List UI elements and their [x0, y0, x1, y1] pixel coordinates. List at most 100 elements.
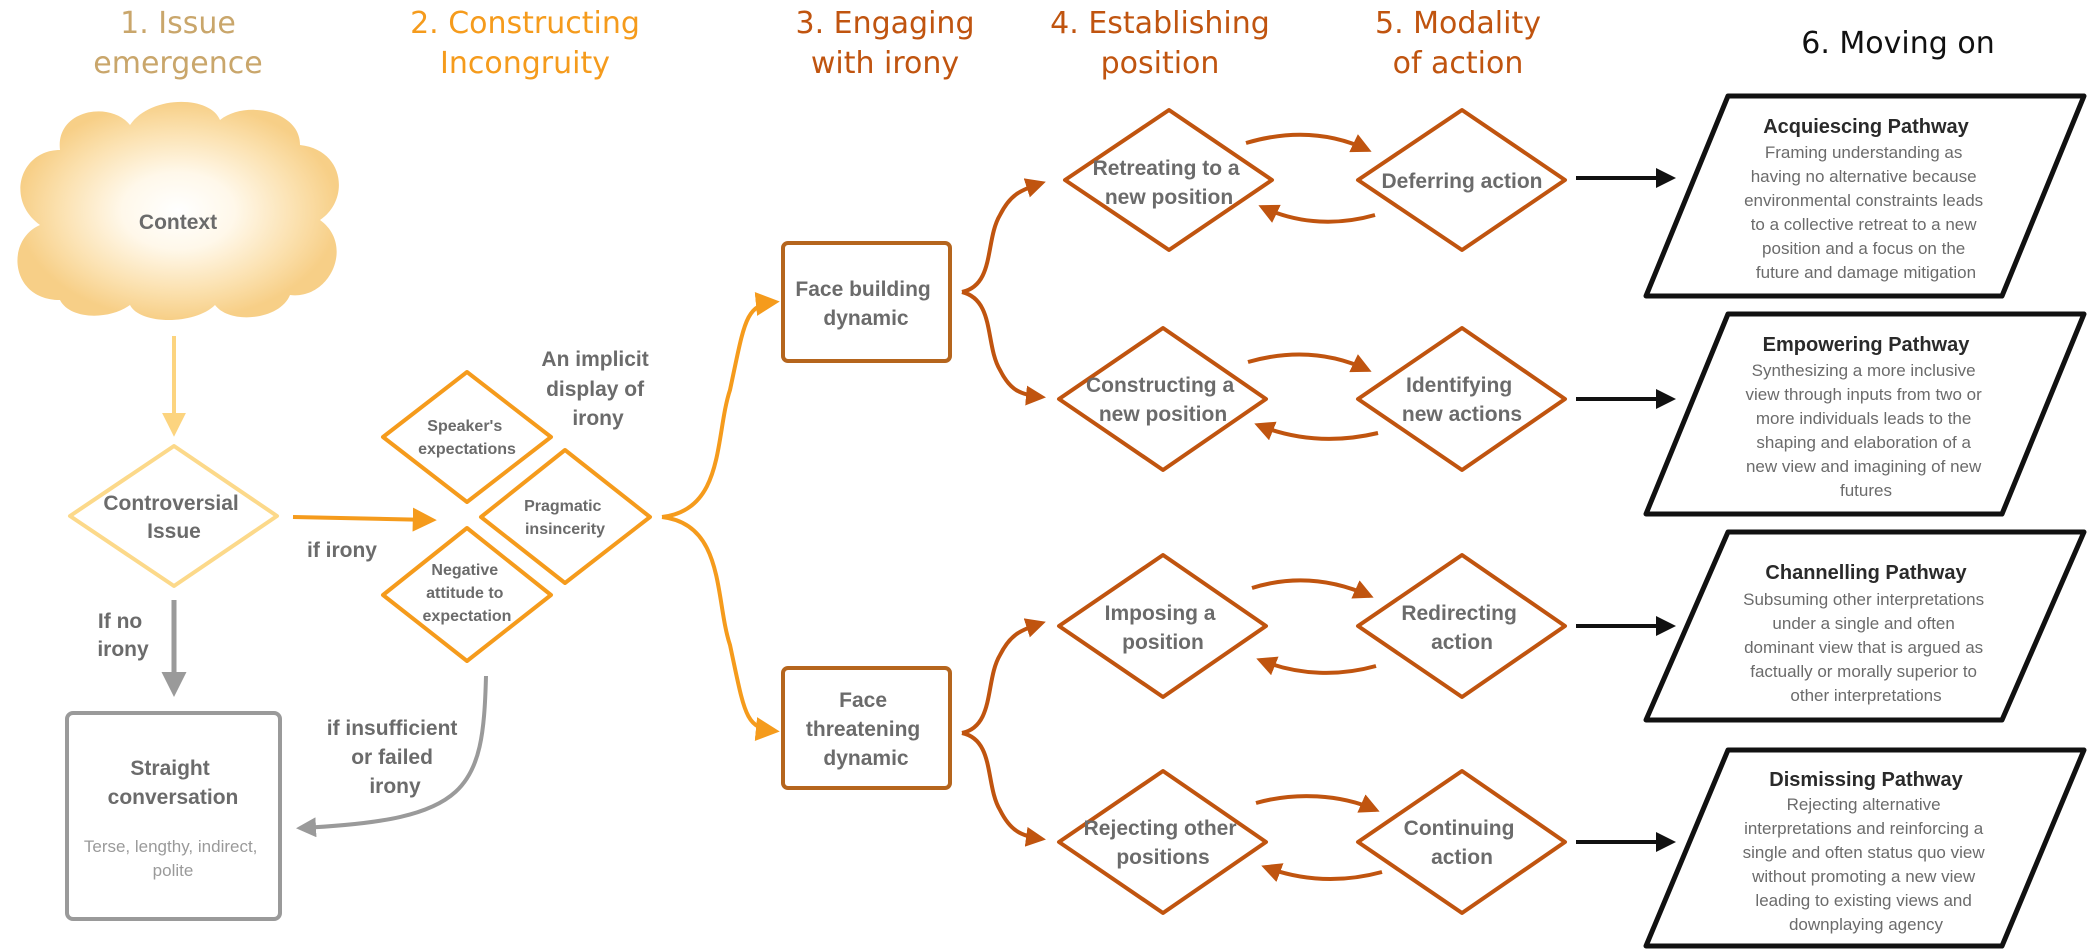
dismissing-desc-5: downplaying agency	[1789, 915, 1944, 934]
identifying-line1: Identifying	[1406, 374, 1512, 397]
empowering-desc-4: new view and imagining of new	[1746, 457, 1982, 476]
speaker-line2: expectations	[418, 441, 516, 458]
redirecting-line1: Redirecting	[1401, 602, 1517, 625]
svg-text:Deferring action: Deferring action	[1381, 170, 1542, 193]
channelling-pathway: Channelling Pathway Subsuming other inte…	[1643, 529, 2087, 723]
acquiescing-desc-3: to a collective retreat to a new	[1751, 215, 1978, 234]
face-threatening-dynamic-box: Face threatening dynamic	[781, 666, 952, 790]
svg-text:Retreating to a new posi: Retreating to a new position	[1093, 157, 1246, 209]
deferring-action-node: Deferring action	[1356, 108, 1567, 252]
empowering-desc-3: shaping and elaboration of a	[1756, 433, 1971, 452]
controversial-issue-node: Controversial Issue	[68, 444, 279, 588]
svg-text:Redirecting action: Redirecting action	[1401, 602, 1522, 654]
empowering-desc-2: more individuals leads to the	[1756, 409, 1971, 428]
rejecting-line2: positions	[1116, 846, 1209, 869]
face-threatening-line3: dynamic	[823, 747, 909, 770]
acquiescing-desc-0: Framing understanding as	[1765, 143, 1963, 162]
imposing-position-node: Imposing a position	[1057, 553, 1268, 699]
arrow-to-constructing	[961, 290, 1046, 406]
dismissing-desc-3: without promoting a new view	[1751, 867, 1976, 886]
channelling-desc-4: other interpretations	[1790, 686, 1941, 705]
face-threatening-line1: Face	[839, 689, 887, 712]
dismissing-desc-4: leading to existing views and	[1755, 891, 1971, 910]
svg-text:Pragmatic insincerity: Pragmatic insincerity	[524, 498, 606, 538]
header-establishing-position-2: position	[1101, 46, 1220, 81]
channelling-desc-1: under a single and often	[1772, 614, 1954, 633]
face-threatening-line2: threatening	[806, 718, 920, 741]
header-issue-emergence: 1. Issue	[120, 6, 236, 41]
acquiescing-desc-4: position and a focus on the	[1762, 239, 1965, 258]
context-cloud: Context	[17, 101, 339, 320]
rejecting-line1: Rejecting other	[1084, 817, 1237, 840]
negative-line1: Negative	[431, 562, 498, 579]
speakers-expectations-node: Speaker's expectations	[381, 370, 553, 504]
retreating-line2: new position	[1105, 186, 1233, 209]
implicit-line1: An implicit	[541, 348, 648, 371]
svg-text:Controversial Issue: Controversial Issue	[103, 492, 244, 543]
header-constructing-incongruity-2: Incongruity	[440, 46, 610, 81]
svg-text:Constructing a new posit: Constructing a new position	[1086, 374, 1240, 426]
if-no-irony-line1: If no	[98, 610, 142, 633]
header-modality-action-2: of action	[1393, 46, 1524, 81]
header-issue-emergence-2: emergence	[93, 46, 262, 81]
imposing-line2: position	[1122, 631, 1204, 654]
straight-desc1: Terse, lengthy, indirect,	[84, 837, 258, 856]
svg-text:if insufficient or failed: if insufficient or failed irony	[327, 717, 464, 798]
svg-text:Subsuming other interpretation: Subsuming other interpretations under a …	[1743, 590, 1989, 705]
negative-line2: attitude to	[426, 585, 504, 602]
face-building-line2: dynamic	[823, 307, 909, 330]
svg-text:Face building dynamic: Face building dynamic	[795, 278, 936, 330]
svg-text:Speaker's expectations: Speaker's expectations	[418, 418, 516, 458]
arrow-to-face-building	[661, 291, 780, 519]
acquiescing-pathway: Acquiescing Pathway Framing understandin…	[1643, 93, 2087, 299]
pragmatic-line1: Pragmatic	[524, 498, 601, 515]
empowering-desc-1: view through inputs from two or	[1746, 385, 1983, 404]
header-modality-action: 5. Modality	[1375, 6, 1541, 41]
stage-headers: 1. Issue emergence 2. Constructing Incon…	[93, 6, 1994, 81]
header-engaging-irony-2: with irony	[811, 46, 959, 81]
straight-title1: Straight	[130, 757, 209, 780]
acquiescing-desc-1: having no alternative because	[1751, 167, 1977, 186]
svg-text:Framing understanding as: Framing understanding as having no alter…	[1744, 143, 1988, 282]
arrow-continuing-to-rejecting	[1261, 863, 1383, 882]
continuing-line1: Continuing	[1404, 817, 1515, 840]
insufficient-line2: or failed	[351, 746, 433, 769]
header-moving-on: 6. Moving on	[1801, 26, 1994, 61]
negative-attitude-node: Negative attitude to expectation	[381, 526, 553, 663]
acquiescing-desc-5: future and damage mitigation	[1756, 263, 1976, 282]
straight-desc2: polite	[153, 861, 194, 880]
rejecting-position-node: Rejecting other positions	[1057, 769, 1268, 915]
straight-conversation-box: Straight conversation Terse, lengthy, in…	[65, 711, 282, 921]
empowering-title: Empowering Pathway	[1763, 334, 1971, 356]
svg-text:Synthesizing a more inclusive: Synthesizing a more inclusive view throu…	[1746, 361, 1987, 500]
empowering-desc-5: futures	[1840, 481, 1892, 500]
svg-text:An implicit display of: An implicit display of irony	[541, 348, 654, 430]
dismissing-title: Dismissing Pathway	[1769, 769, 1963, 791]
redirecting-line2: action	[1431, 631, 1493, 654]
straight-title2: conversation	[108, 786, 239, 809]
implicit-line3: irony	[572, 407, 624, 430]
arrow-deferring-to-retreating	[1258, 204, 1376, 224]
arrow-to-face-threatening	[661, 515, 780, 742]
deferring-line1: Deferring action	[1381, 170, 1542, 193]
svg-text:Rejecting other position: Rejecting other positions	[1084, 817, 1243, 869]
context-label: Context	[139, 211, 217, 234]
svg-text:Imposing a position: Imposing a position	[1105, 602, 1222, 654]
arrow-insufficient-irony	[296, 675, 488, 838]
acquiescing-title: Acquiescing Pathway	[1763, 116, 1969, 138]
imposing-line1: Imposing a	[1105, 602, 1216, 625]
if-no-irony-line2: irony	[97, 638, 149, 661]
svg-text:Identifying new actions: Identifying new actions	[1402, 374, 1522, 426]
arrow-imposing-to-redirecting	[1251, 578, 1374, 599]
constructing-line2: new position	[1099, 403, 1227, 426]
arrow-to-rejecting	[961, 731, 1046, 847]
header-engaging-irony: 3. Engaging	[796, 6, 975, 41]
if-irony-label: if irony	[307, 539, 377, 562]
channelling-desc-2: dominant view that is argued as	[1744, 638, 1983, 657]
pragmatic-insincerity-node: Pragmatic insincerity	[479, 448, 652, 585]
empowering-desc-0: Synthesizing a more inclusive	[1752, 361, 1976, 380]
dismissing-pathway: Dismissing Pathway Rejecting alternative…	[1643, 747, 2087, 949]
svg-text:Terse, lengthy, indirect,: Terse, lengthy, indirect, polite	[84, 837, 262, 880]
acquiescing-desc-2: environmental constraints leads	[1744, 191, 1983, 210]
